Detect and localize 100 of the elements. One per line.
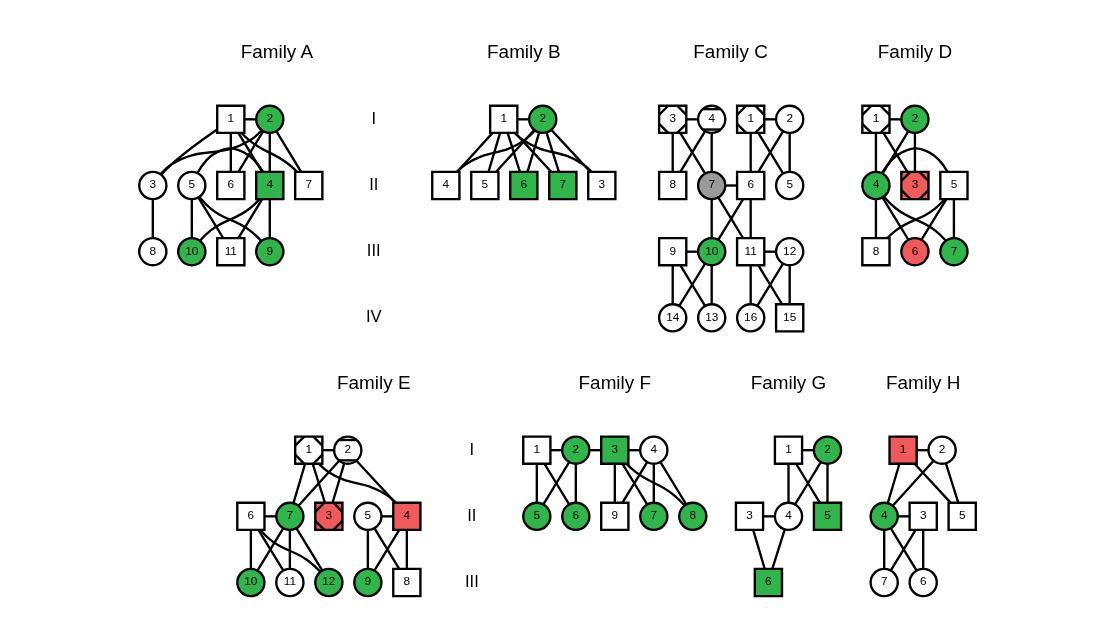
connector bbox=[749, 199, 752, 238]
connector bbox=[366, 530, 370, 569]
node-circle: 5 bbox=[177, 170, 207, 201]
connector bbox=[788, 133, 791, 172]
connector bbox=[763, 515, 775, 518]
connector bbox=[190, 199, 193, 238]
node-circle: 9 bbox=[353, 567, 383, 598]
connector bbox=[764, 250, 776, 253]
node-text: Family C bbox=[693, 40, 768, 62]
node-circle: 7 bbox=[939, 236, 969, 267]
node-box: 5 bbox=[812, 501, 843, 532]
connector bbox=[297, 460, 341, 507]
connector bbox=[881, 197, 910, 241]
connector bbox=[331, 463, 346, 503]
node-circle: 11 bbox=[275, 567, 305, 598]
connector bbox=[874, 133, 878, 172]
connector bbox=[881, 147, 949, 174]
connector bbox=[764, 118, 776, 121]
connector bbox=[275, 131, 302, 173]
label: III bbox=[366, 241, 381, 261]
node-box: 11 bbox=[216, 236, 246, 267]
connector bbox=[889, 118, 902, 121]
connector bbox=[268, 199, 271, 238]
node-box: 11 bbox=[735, 236, 766, 267]
node-circle: 7 bbox=[696, 170, 727, 201]
node-circle: 5 bbox=[774, 170, 805, 201]
node-circle: 14 bbox=[657, 303, 688, 333]
node-box: 7 bbox=[294, 170, 324, 201]
node-text: Family E bbox=[337, 371, 411, 393]
node-circle: 8 bbox=[138, 236, 168, 267]
connector bbox=[771, 529, 786, 569]
connector bbox=[160, 128, 218, 176]
node-circle: 10 bbox=[696, 236, 727, 267]
connector bbox=[613, 463, 616, 503]
connector bbox=[244, 118, 256, 121]
connector bbox=[196, 147, 264, 174]
connector bbox=[625, 463, 686, 507]
node-circle: 7 bbox=[275, 501, 305, 532]
connector bbox=[240, 132, 298, 173]
connector bbox=[891, 460, 935, 507]
node-box: 3 bbox=[734, 501, 765, 532]
node-circle: 2 bbox=[774, 104, 805, 135]
connector bbox=[652, 463, 655, 503]
connector bbox=[229, 133, 232, 172]
connector bbox=[197, 197, 224, 239]
connector bbox=[506, 132, 521, 173]
node-box: 9 bbox=[600, 501, 630, 532]
connector bbox=[405, 530, 409, 569]
node-circle: 3 bbox=[138, 170, 168, 201]
node-circle: 8 bbox=[678, 501, 708, 532]
connector bbox=[151, 199, 154, 238]
connector bbox=[487, 132, 502, 173]
node-box: 6 bbox=[509, 170, 539, 201]
connector bbox=[883, 530, 886, 569]
connector bbox=[913, 463, 952, 504]
node-box: 3 bbox=[587, 170, 617, 201]
connector bbox=[514, 132, 553, 173]
connector bbox=[517, 118, 529, 121]
node-text: Family G bbox=[750, 371, 827, 393]
connector bbox=[550, 129, 592, 173]
node-box: 6 bbox=[753, 567, 784, 598]
connector bbox=[710, 199, 713, 238]
connector bbox=[787, 463, 790, 503]
label: II bbox=[369, 174, 379, 194]
node-box: 1 bbox=[216, 104, 246, 135]
connector bbox=[710, 265, 713, 305]
node-circle: 13 bbox=[696, 303, 727, 333]
connector bbox=[268, 133, 271, 172]
node-circle: 4 bbox=[861, 170, 891, 201]
node-circle: 6 bbox=[908, 567, 938, 598]
node-box: 6 bbox=[735, 170, 766, 201]
node-text: Family A bbox=[240, 40, 314, 62]
connector bbox=[752, 529, 766, 570]
node-circle: 9 bbox=[255, 236, 285, 267]
connector bbox=[456, 129, 536, 173]
node-text: Family D bbox=[877, 40, 953, 62]
node-box: 6 bbox=[236, 501, 266, 532]
connector bbox=[725, 184, 737, 187]
connector bbox=[749, 265, 752, 305]
node-box: 5 bbox=[470, 170, 500, 201]
node-box: 6 bbox=[216, 170, 246, 201]
node-box: 7 bbox=[548, 170, 578, 201]
connector bbox=[237, 198, 264, 239]
node-box: 1 bbox=[888, 435, 918, 465]
node-circle: 2 bbox=[900, 104, 930, 135]
node-circle: 7 bbox=[639, 501, 669, 532]
connector bbox=[159, 129, 263, 175]
node-box: 8 bbox=[657, 170, 688, 201]
node-box: 15 bbox=[774, 303, 805, 333]
connector bbox=[710, 133, 713, 172]
connector bbox=[318, 463, 397, 504]
node-circle: 12 bbox=[774, 236, 805, 267]
node-box: 3 bbox=[908, 501, 938, 532]
label: IV bbox=[365, 307, 382, 327]
connector bbox=[826, 463, 829, 503]
node-circle: 5 bbox=[353, 501, 383, 532]
connector bbox=[897, 515, 910, 518]
node-circle: 4 bbox=[773, 501, 804, 532]
node-circle: 4 bbox=[639, 435, 669, 465]
connector bbox=[944, 463, 960, 503]
